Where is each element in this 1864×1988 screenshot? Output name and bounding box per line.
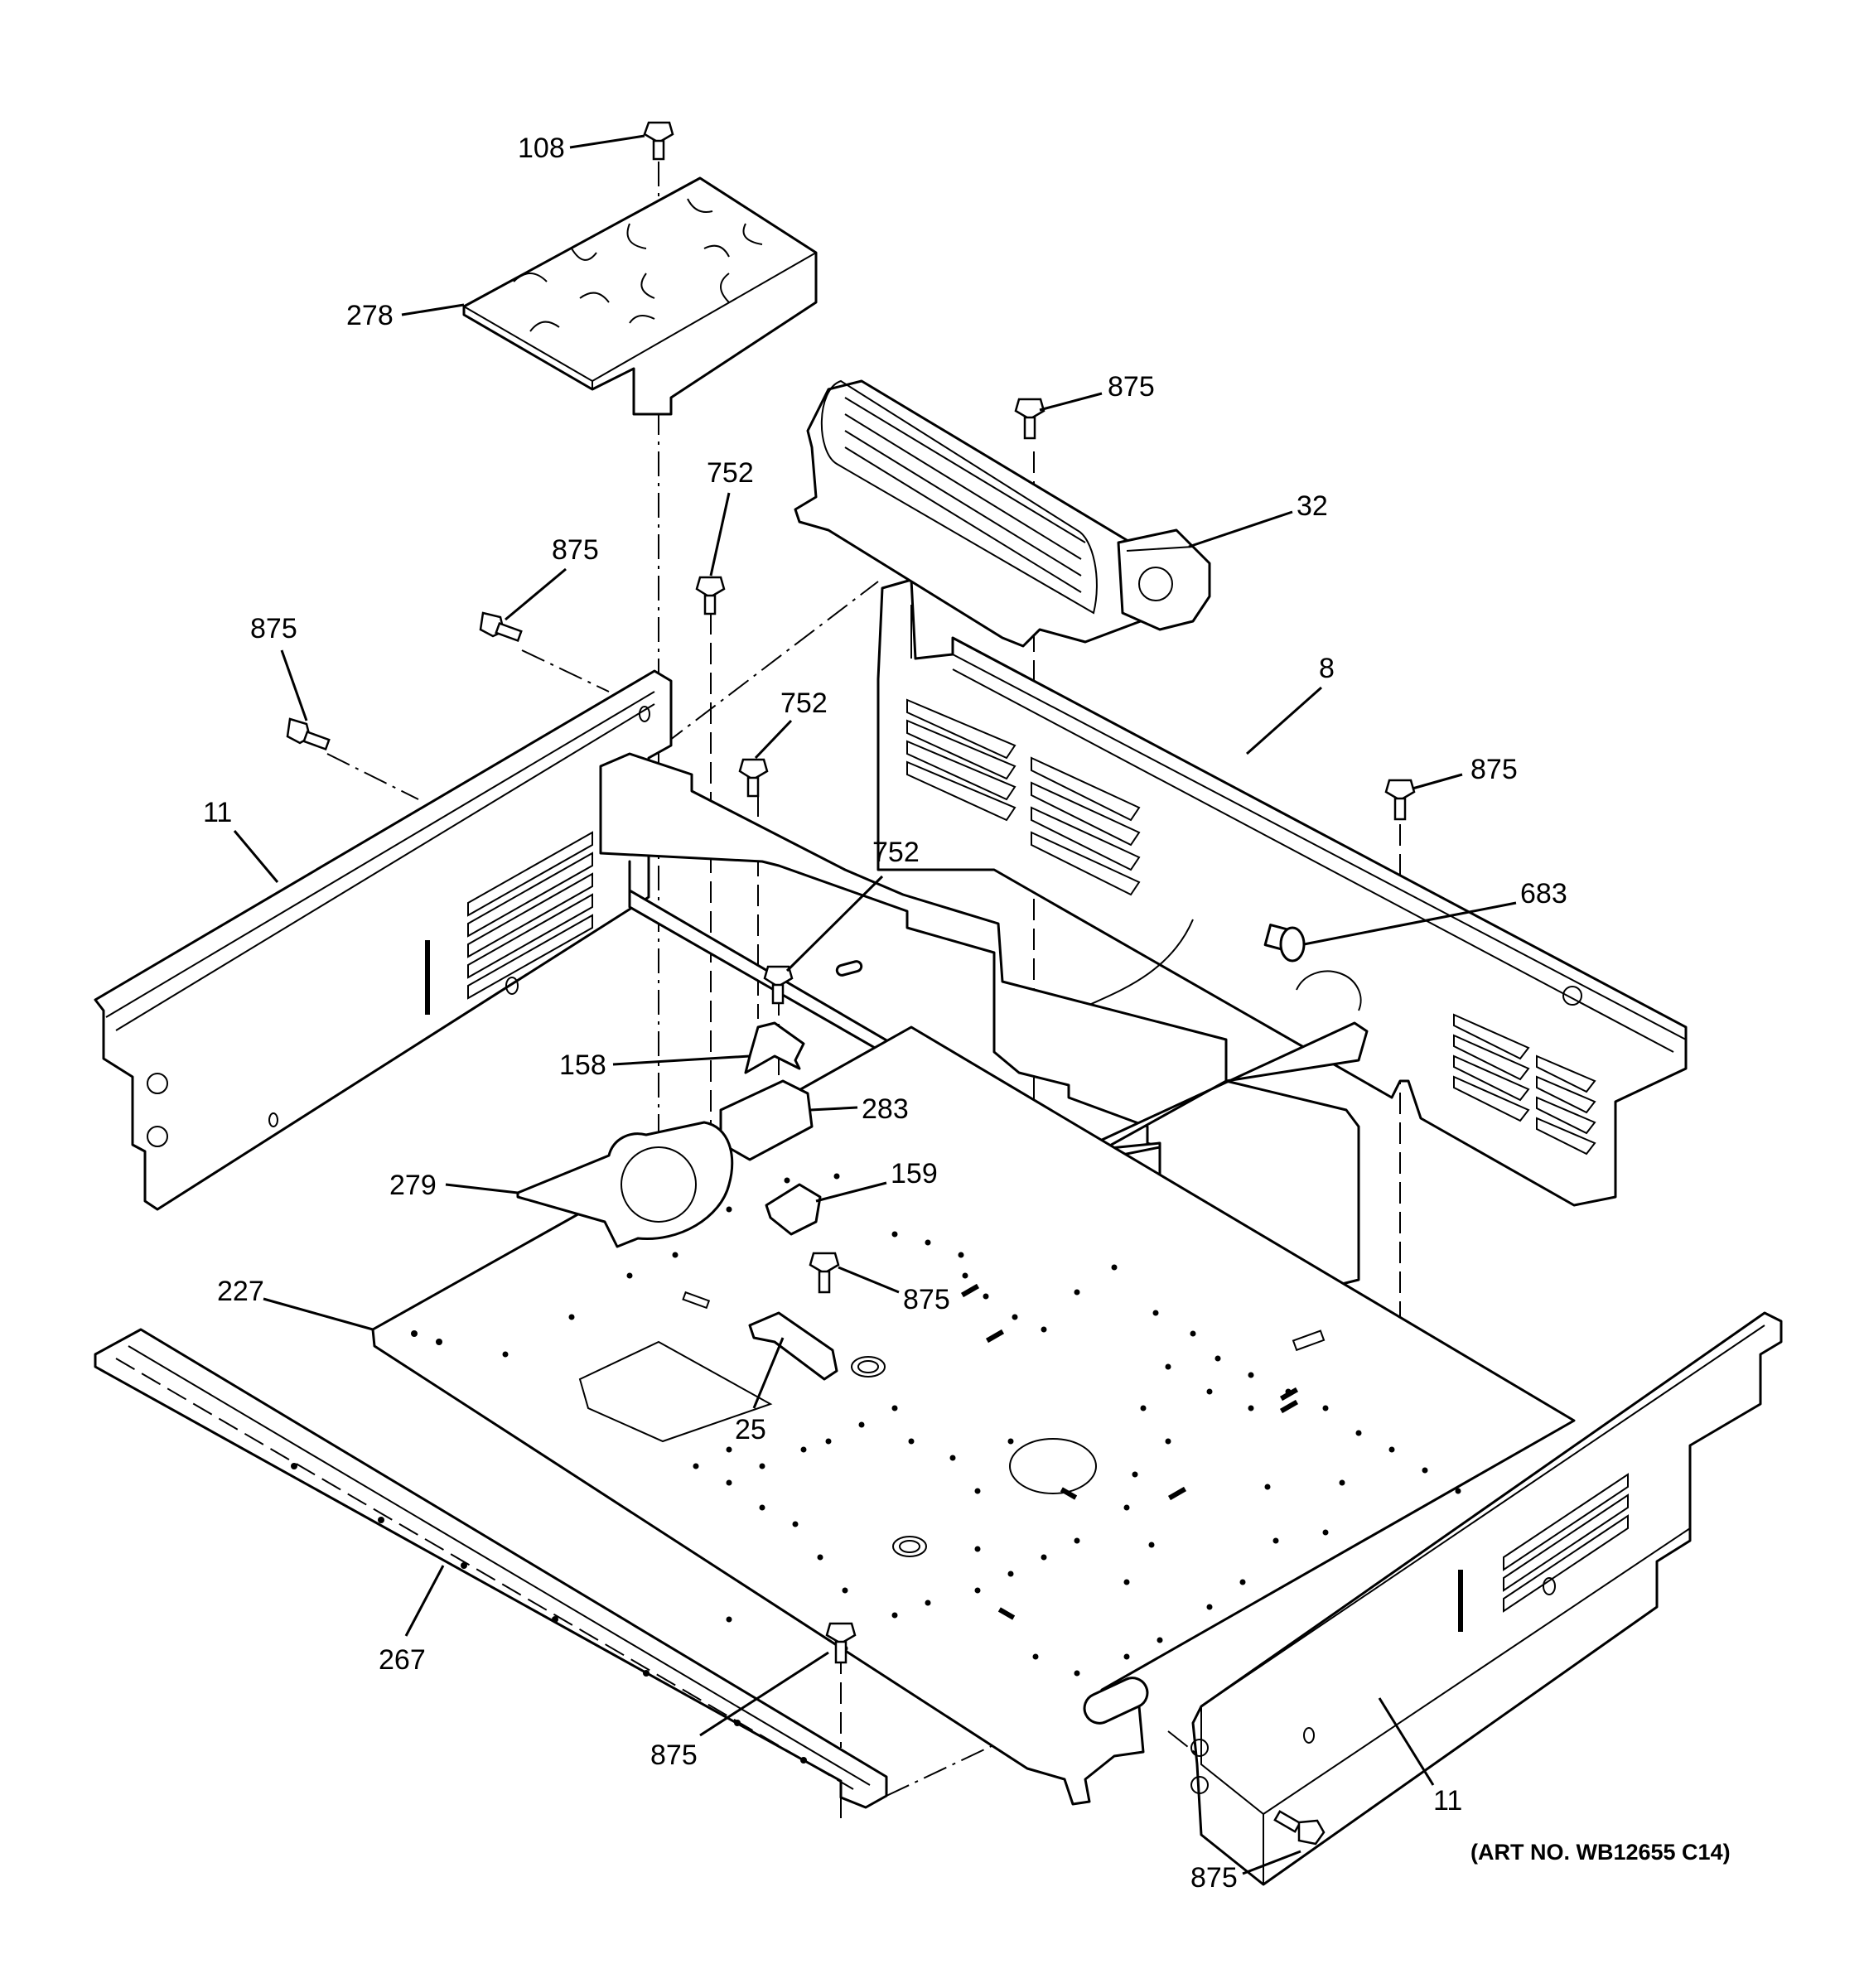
screw-752-top bbox=[695, 576, 726, 615]
callout-875-center: 875 bbox=[903, 1284, 950, 1315]
base-plate-holes bbox=[411, 1173, 1461, 1677]
callout-279: 279 bbox=[389, 1170, 437, 1201]
right-panel-louvers bbox=[1503, 1473, 1629, 1613]
air-filter bbox=[462, 176, 818, 416]
callout-32: 32 bbox=[1297, 490, 1328, 522]
grommet-683 bbox=[1263, 924, 1306, 963]
fan-motor-assembly bbox=[794, 379, 1211, 648]
callout-278: 278 bbox=[346, 300, 394, 331]
leader-lines bbox=[233, 134, 1517, 1875]
screw-875-upper bbox=[479, 611, 523, 643]
callout-labels: 108 278 875 32 752 875 875 11 752 8 875 … bbox=[203, 133, 1731, 1894]
callout-683: 683 bbox=[1520, 878, 1567, 910]
callout-752-top: 752 bbox=[707, 457, 754, 489]
callout-875-right: 875 bbox=[1470, 754, 1518, 785]
callout-752-low: 752 bbox=[872, 837, 920, 868]
callout-875-upper: 875 bbox=[552, 534, 599, 566]
rear-panel bbox=[876, 578, 1688, 1207]
bracket-25 bbox=[748, 1311, 838, 1381]
screw-752-low bbox=[763, 965, 794, 1005]
front-strip bbox=[94, 1328, 888, 1818]
callout-159: 159 bbox=[891, 1158, 938, 1189]
art-number: (ART NO. WB12655 C14) bbox=[1470, 1840, 1731, 1865]
callout-8: 8 bbox=[1319, 653, 1335, 684]
callout-875-fan: 875 bbox=[1108, 371, 1155, 403]
callout-11-left: 11 bbox=[203, 797, 232, 828]
thermostat-158 bbox=[744, 1021, 805, 1074]
screw-108 bbox=[643, 121, 674, 161]
callout-875-left: 875 bbox=[250, 613, 297, 644]
left-panel-louvers bbox=[467, 831, 593, 1000]
screw-875-center bbox=[809, 1252, 840, 1294]
screw-752-mid bbox=[738, 758, 769, 798]
rear-panel-louvers bbox=[906, 698, 1596, 1156]
callout-283: 283 bbox=[862, 1093, 909, 1125]
screw-875-fan bbox=[1014, 398, 1045, 440]
callout-227: 227 bbox=[217, 1276, 264, 1307]
callout-11-right: 11 bbox=[1433, 1785, 1462, 1817]
left-side-panel bbox=[94, 669, 673, 1211]
callout-875-corner: 875 bbox=[1190, 1862, 1238, 1894]
burner-279 bbox=[516, 1121, 734, 1248]
screw-875-left bbox=[286, 717, 331, 751]
callout-267: 267 bbox=[379, 1644, 426, 1676]
screw-875-bottom bbox=[825, 1622, 857, 1664]
right-side-panel bbox=[1190, 1311, 1783, 1886]
base-plate-slots bbox=[960, 1283, 1299, 1620]
callout-752-mid: 752 bbox=[780, 688, 828, 719]
thermostat-159 bbox=[765, 1183, 822, 1236]
screw-875-corner bbox=[1273, 1810, 1326, 1846]
callout-875-bottom: 875 bbox=[650, 1740, 698, 1771]
callout-25: 25 bbox=[735, 1414, 766, 1445]
callout-108: 108 bbox=[518, 133, 565, 164]
callout-158: 158 bbox=[559, 1049, 606, 1081]
screw-875-right bbox=[1384, 779, 1416, 821]
